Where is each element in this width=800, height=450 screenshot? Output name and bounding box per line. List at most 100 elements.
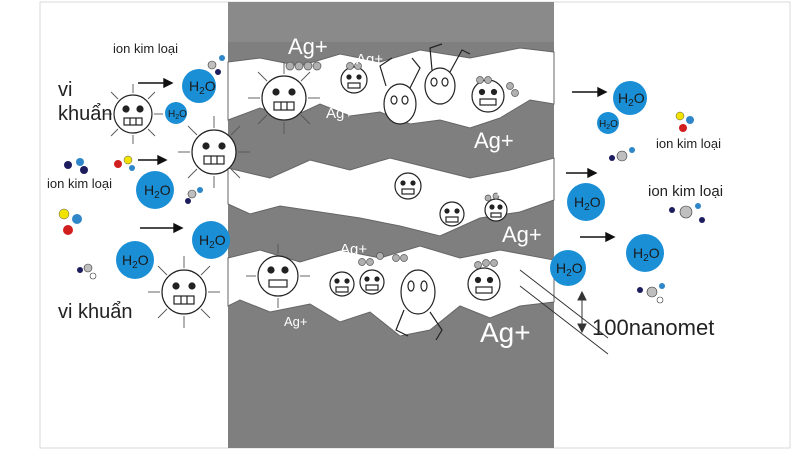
arrow-icon [572,86,608,98]
metal-ion-icon [675,111,694,132]
water-molecule-icon: H2O [626,234,664,272]
water-molecule-icon: H2O [136,171,174,209]
silver-particle-icon [376,252,384,260]
metal-ion-icon [185,187,203,204]
water-molecules: H2O H2O H2O H2O H2O H2O H2O H2O H2O H2O [116,69,664,286]
metal-ion-icon [669,203,705,223]
bacteria-label-line1: vi [58,79,72,101]
ag-ion-label: Ag+ [326,105,353,122]
water-molecule-icon: H2O [567,183,605,221]
svg-text:H2O: H2O [556,260,583,279]
silver-particle-icon [392,254,400,262]
silver-particle-icon [506,82,514,90]
arrow-icon [580,231,616,243]
silver-particle-icon [366,258,374,266]
silver-particle-icon [303,61,313,71]
svg-text:H2O: H2O [618,90,645,109]
arrow-icon [138,154,168,166]
water-molecule-icon: H2O [613,81,647,115]
silver-particle-icon [354,62,362,70]
metal-ion-icon [114,155,135,171]
text-labels: ion kim loại ion kim loại ion kim loại i… [47,41,723,323]
bacterium-icon [359,269,385,295]
metal-ion-label: ion kim loại [47,176,112,191]
water-molecule-icon: H2O [597,112,619,134]
ag-ion-label: Ag+ [502,60,542,85]
metal-ion-icon [64,158,88,174]
bacterium-icon [246,244,310,308]
ag-ion-label: Ag+ [288,34,328,59]
arrow-icon [566,167,598,179]
arrow-icon [138,77,174,89]
svg-text:H2O: H2O [199,232,226,251]
membrane-pore [227,157,555,237]
bacterium-icon [484,198,508,222]
metal-ion-icon [207,55,225,75]
metal-ions [58,55,705,304]
bacterium-icon [439,201,465,227]
metal-ion-label: ion kim loại [656,136,721,151]
membrane-pore [227,245,555,337]
water-molecule-icon: H2O [550,250,586,286]
svg-text:H2O: H2O [122,252,149,271]
silver-particles [285,61,519,269]
silver-particle-icon [312,61,322,71]
ag-ion-label: Ag+ [480,317,531,348]
bacterium-icon [329,271,355,297]
svg-text:H2O: H2O [574,194,601,213]
silver-ion-labels: Ag+ Ag+ Ag+ Ag+ Ag+ Ag+ Ag+ Ag+ Ag+ Ag+ [284,34,542,348]
silver-particle-icon [482,259,490,267]
silver-particle-icon [474,261,482,269]
svg-text:H2O: H2O [189,78,216,97]
ag-ion-label: Ag+ [356,51,383,68]
water-molecule-icon: H2O [165,102,187,124]
bacterium-icon [467,267,501,301]
bacteria-label: vi khuẩn [58,301,133,323]
bacterium-icon [394,172,422,200]
scale-label: 100nanomet [592,315,714,340]
svg-text:H2O: H2O [168,109,187,121]
metal-ion-icon [637,283,665,304]
silver-particle-icon [490,259,498,267]
flow-arrows-right [566,86,616,243]
bacterium-icon [248,62,320,134]
silver-particle-icon [484,76,492,84]
ag-ion-label: Ag+ [340,241,367,258]
metal-ion-icon [77,263,97,280]
metal-ion-label: ion kim loại [113,41,178,56]
silver-particle-icon [294,61,304,71]
silver-particle-icon [476,76,484,84]
bacteria [103,43,508,341]
silver-particle-icon [492,192,500,200]
scale-indicator [519,269,609,355]
water-molecule-icon: H2O [182,69,216,103]
bacterium-icon [395,269,443,341]
svg-text:H2O: H2O [633,245,660,264]
arrow-icon [140,222,184,234]
water-molecule-icon: H2O [192,221,230,259]
bacterium-icon [178,116,250,188]
bacterium-icon [379,57,421,125]
metal-ion-icon [58,208,82,235]
silver-particle-icon [511,89,519,97]
silver-particle-icon [346,62,354,70]
water-molecule-icon: H2O [116,241,154,279]
bacterium-icon [148,256,220,328]
bacterium-icon [471,79,505,113]
svg-text:H2O: H2O [144,182,171,201]
bacterium-icon [340,66,368,94]
bacterium-icon [424,43,471,105]
ag-ion-label: Ag+ [284,314,308,329]
svg-text:H2O: H2O [599,119,618,131]
ag-ion-label: Ag+ [474,128,514,153]
ag-ion-label: Ag+ [502,222,542,247]
bacteria-label-line2: khuẩn [58,103,113,125]
metal-ion-icon [609,147,635,162]
metal-ion-label: ion kim loại [648,183,723,200]
silver-particle-icon [484,194,492,202]
flow-arrows-left [138,77,184,234]
ag-ion-label: Ag+ [484,176,517,196]
silver-particle-icon [285,61,295,71]
silver-particle-icon [400,254,408,262]
